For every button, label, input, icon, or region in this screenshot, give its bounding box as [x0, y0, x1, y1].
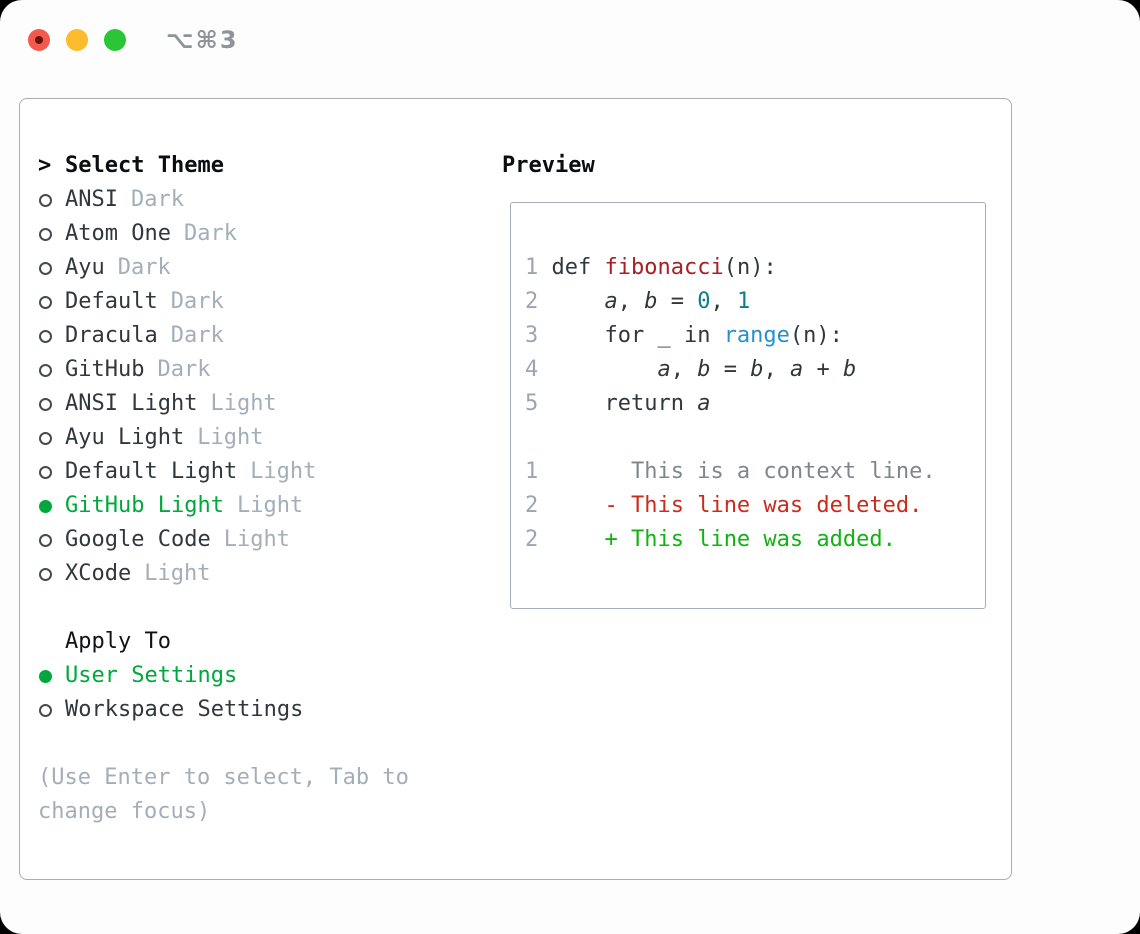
- apply-option-label: User Settings: [65, 663, 238, 688]
- theme-option-label: ANSI Light: [65, 391, 198, 416]
- theme-variant-tag: Light: [223, 527, 290, 552]
- apply-option-user-settings[interactable]: User Settings: [38, 659, 458, 693]
- radio-icon: [39, 261, 52, 275]
- gutter: [38, 295, 65, 309]
- theme-option-google-code[interactable]: Google Code Light: [38, 523, 458, 557]
- radio-icon: [39, 703, 52, 717]
- theme-option-dracula[interactable]: Dracula Dark: [38, 319, 458, 353]
- select-theme-title: Select Theme: [65, 153, 224, 178]
- theme-option-xcode[interactable]: XCode Light: [38, 557, 458, 591]
- radio-selected-icon: [39, 669, 52, 683]
- theme-option-ayu[interactable]: Ayu Dark: [38, 251, 458, 285]
- radio-icon: [39, 363, 52, 377]
- gutter: [38, 193, 65, 207]
- apply-to-header: Apply To: [38, 625, 458, 659]
- gutter: [38, 533, 65, 547]
- radio-icon: [39, 329, 52, 343]
- code-line: 5 return a: [525, 391, 711, 416]
- theme-variant-tag: Dark: [130, 187, 184, 212]
- code-line: 2 a, b = 0, 1: [525, 289, 751, 314]
- apply-to-title: Apply To: [65, 629, 171, 654]
- preview-title: Preview: [502, 153, 595, 178]
- gutter: [38, 465, 65, 479]
- theme-option-default[interactable]: Default Dark: [38, 285, 458, 319]
- code-line: 2 + This line was added.: [525, 527, 896, 552]
- theme-option-github-light[interactable]: GitHub Light Light: [38, 489, 458, 523]
- gutter: [38, 261, 65, 275]
- cursor-prompt-icon: >: [38, 153, 52, 178]
- spacer: [38, 591, 458, 625]
- gutter: [38, 703, 65, 717]
- radio-icon: [39, 193, 52, 207]
- code-line: 1 def fibonacci(n):: [525, 255, 777, 280]
- theme-option-label: GitHub: [65, 357, 145, 382]
- preview-pane: 1 def fibonacci(n): 2 a, b = 0, 1 3 for _ …: [510, 202, 986, 609]
- close-button[interactable]: [28, 29, 50, 51]
- theme-option-default-light[interactable]: Default Light Light: [38, 455, 458, 489]
- preview-code: 1 def fibonacci(n): 2 a, b = 0, 1 3 for _ …: [525, 251, 985, 557]
- theme-option-label: Default Light: [65, 459, 238, 484]
- apply-option-workspace-settings[interactable]: Workspace Settings: [38, 693, 458, 727]
- radio-icon: [39, 295, 52, 309]
- theme-variant-tag: Dark: [117, 255, 171, 280]
- gutter: [38, 567, 65, 581]
- theme-variant-tag: Dark: [157, 357, 211, 382]
- theme-option-ansi-light[interactable]: ANSI Light Light: [38, 387, 458, 421]
- radio-icon: [39, 533, 52, 547]
- theme-option-ayu-light[interactable]: Ayu Light Light: [38, 421, 458, 455]
- gutter: [38, 329, 65, 343]
- theme-variant-tag: Dark: [170, 289, 224, 314]
- theme-option-label: XCode: [65, 561, 132, 586]
- theme-option-github[interactable]: GitHub Dark: [38, 353, 458, 387]
- titlebar: ⌥⌘3: [28, 26, 239, 54]
- theme-variant-tag: Dark: [170, 323, 224, 348]
- radio-icon: [39, 227, 52, 241]
- theme-variant-tag: Light: [236, 493, 304, 518]
- keyboard-hint: (Use Enter to select, Tab to change focu…: [38, 765, 409, 824]
- theme-variant-tag: Light: [250, 459, 317, 484]
- theme-option-label: Dracula: [65, 323, 158, 348]
- theme-option-label: Ayu Light: [65, 425, 185, 450]
- code-line: 4 a, b = b, a + b: [525, 357, 857, 382]
- apply-option-label: Workspace Settings: [65, 697, 304, 722]
- theme-variant-tag: Dark: [183, 221, 237, 246]
- theme-option-label: Default: [65, 289, 158, 314]
- gutter: [38, 431, 65, 445]
- theme-option-ansi[interactable]: ANSI Dark: [38, 183, 458, 217]
- window-title: ⌥⌘3: [166, 26, 239, 54]
- minimize-button[interactable]: [66, 29, 88, 51]
- code-line: [525, 421, 985, 455]
- theme-option-label: Atom One: [65, 221, 171, 246]
- theme-option-label: GitHub Light: [65, 493, 224, 518]
- gutter: [38, 397, 65, 411]
- code-line: 2 - This line was deleted.: [525, 493, 923, 518]
- theme-option-label: ANSI: [65, 187, 118, 212]
- theme-option-atom-one[interactable]: Atom One Dark: [38, 217, 458, 251]
- zoom-button[interactable]: [104, 29, 126, 51]
- theme-variant-tag: Light: [144, 561, 211, 586]
- radio-icon: [39, 465, 52, 479]
- gutter: [38, 227, 65, 241]
- theme-option-label: Google Code: [65, 527, 211, 552]
- theme-variant-tag: Light: [197, 425, 264, 450]
- select-theme-header: > Select Theme: [38, 149, 458, 183]
- theme-option-label: Ayu: [65, 255, 105, 280]
- gutter: [38, 669, 65, 683]
- code-line: 1 This is a context line.: [525, 459, 936, 484]
- theme-variant-tag: Light: [210, 391, 277, 416]
- code-line: 3 for _ in range(n):: [525, 323, 843, 348]
- radio-selected-icon: [39, 499, 52, 513]
- radio-icon: [39, 567, 52, 581]
- radio-icon: [39, 397, 52, 411]
- gutter: [38, 499, 65, 513]
- spacer: [38, 727, 458, 761]
- gutter: [38, 363, 65, 377]
- radio-icon: [39, 431, 52, 445]
